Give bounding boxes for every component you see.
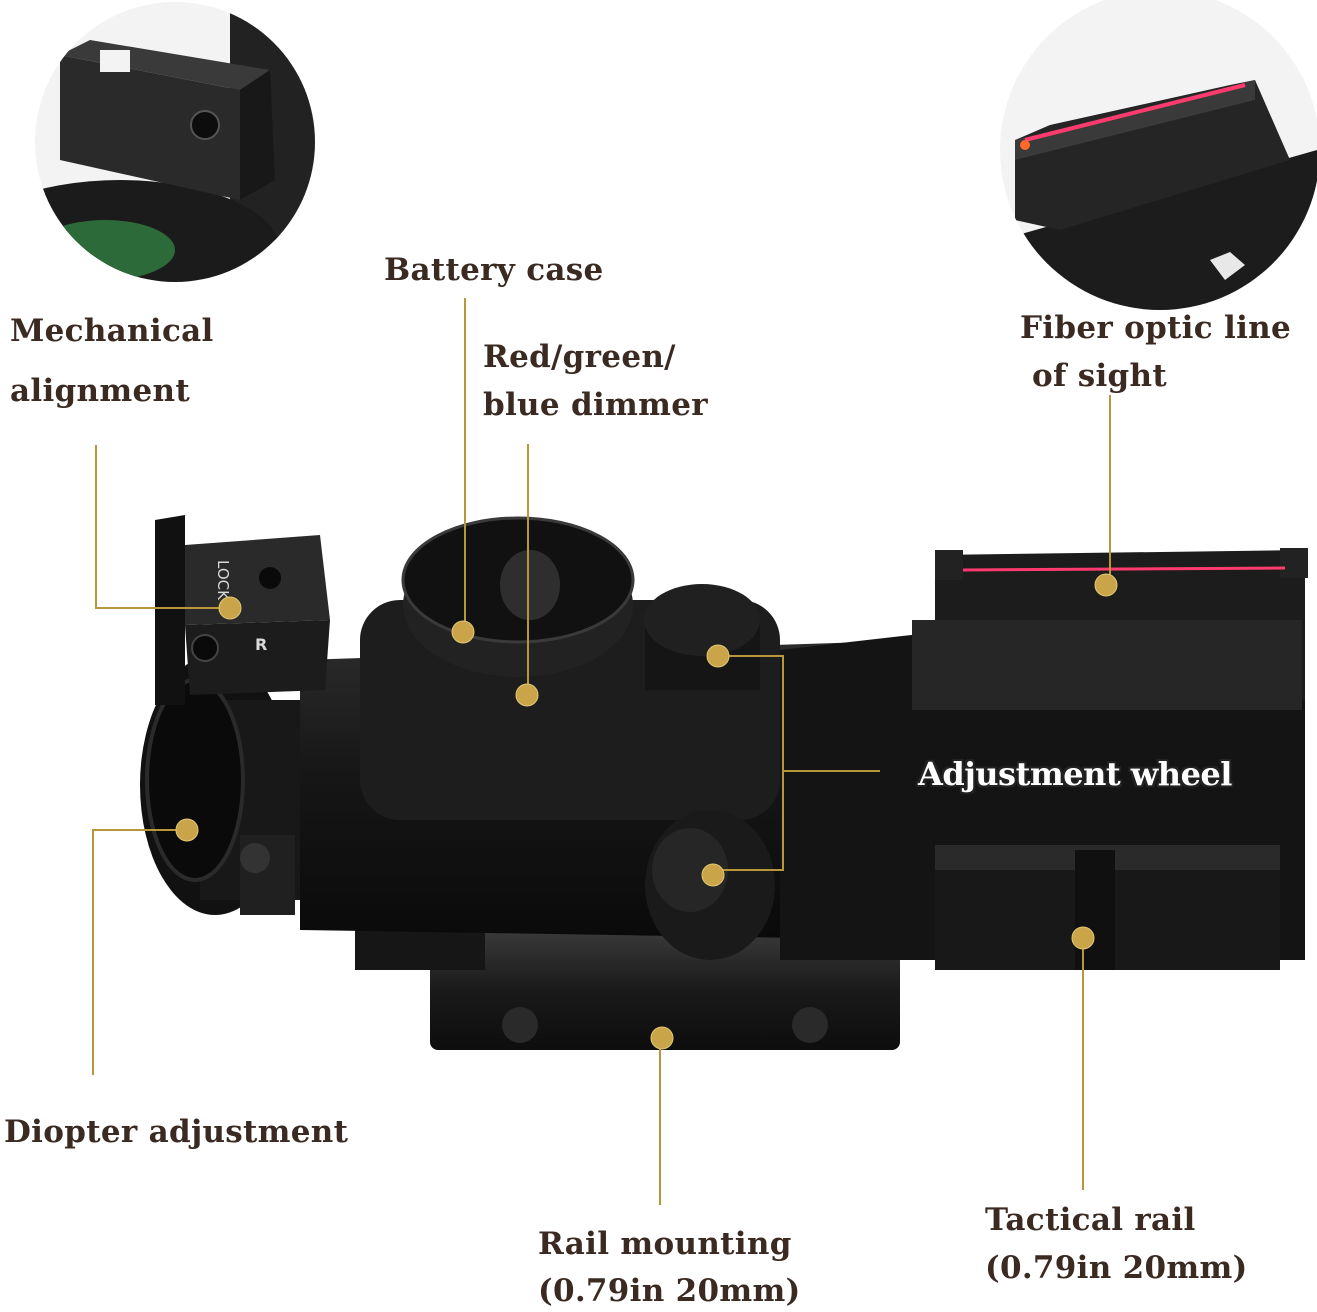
label-dimmer-line1: Red/green/ (483, 339, 676, 375)
label-fiber-line2: of sight (1032, 358, 1167, 394)
label-dimmer-line2: blue dimmer (483, 387, 708, 423)
marker-diopter (175, 818, 199, 842)
leader-mechanical (95, 445, 230, 609)
inset-front-sight (1000, 0, 1317, 310)
leader-adjust-bracket (713, 655, 784, 871)
label-tactical-line2: (0.79in 20mm) (985, 1250, 1248, 1286)
label-adjustment: Adjustment wheel (918, 755, 1232, 793)
label-rail-line2: (0.79in 20mm) (538, 1273, 801, 1309)
label-battery: Battery case (384, 252, 604, 288)
label-rail-line1: Rail mounting (538, 1226, 792, 1262)
marker-dimmer (515, 683, 539, 707)
label-diopter: Diopter adjustment (4, 1114, 349, 1150)
scope-body: LOCK R (140, 515, 1308, 1050)
leader-lines (92, 298, 1111, 1205)
marker-rail (650, 1026, 674, 1050)
inset-rear-sight (35, 2, 315, 282)
label-mechanical-line1: Mechanical (10, 313, 214, 349)
label-tactical-line1: Tactical rail (985, 1202, 1196, 1238)
marker-mechanical (218, 596, 242, 620)
marker-adjust-side (701, 863, 725, 887)
marker-tactical (1071, 926, 1095, 950)
marker-battery (451, 620, 475, 644)
lock-engraving: LOCK (214, 560, 232, 601)
leader-diopter (92, 829, 187, 1075)
r-engraving: R (255, 635, 267, 654)
label-fiber-line1: Fiber optic line (1020, 310, 1292, 346)
marker-fiber (1094, 573, 1118, 597)
marker-adjust-top (706, 644, 730, 668)
label-mechanical-line2: alignment (10, 373, 190, 409)
